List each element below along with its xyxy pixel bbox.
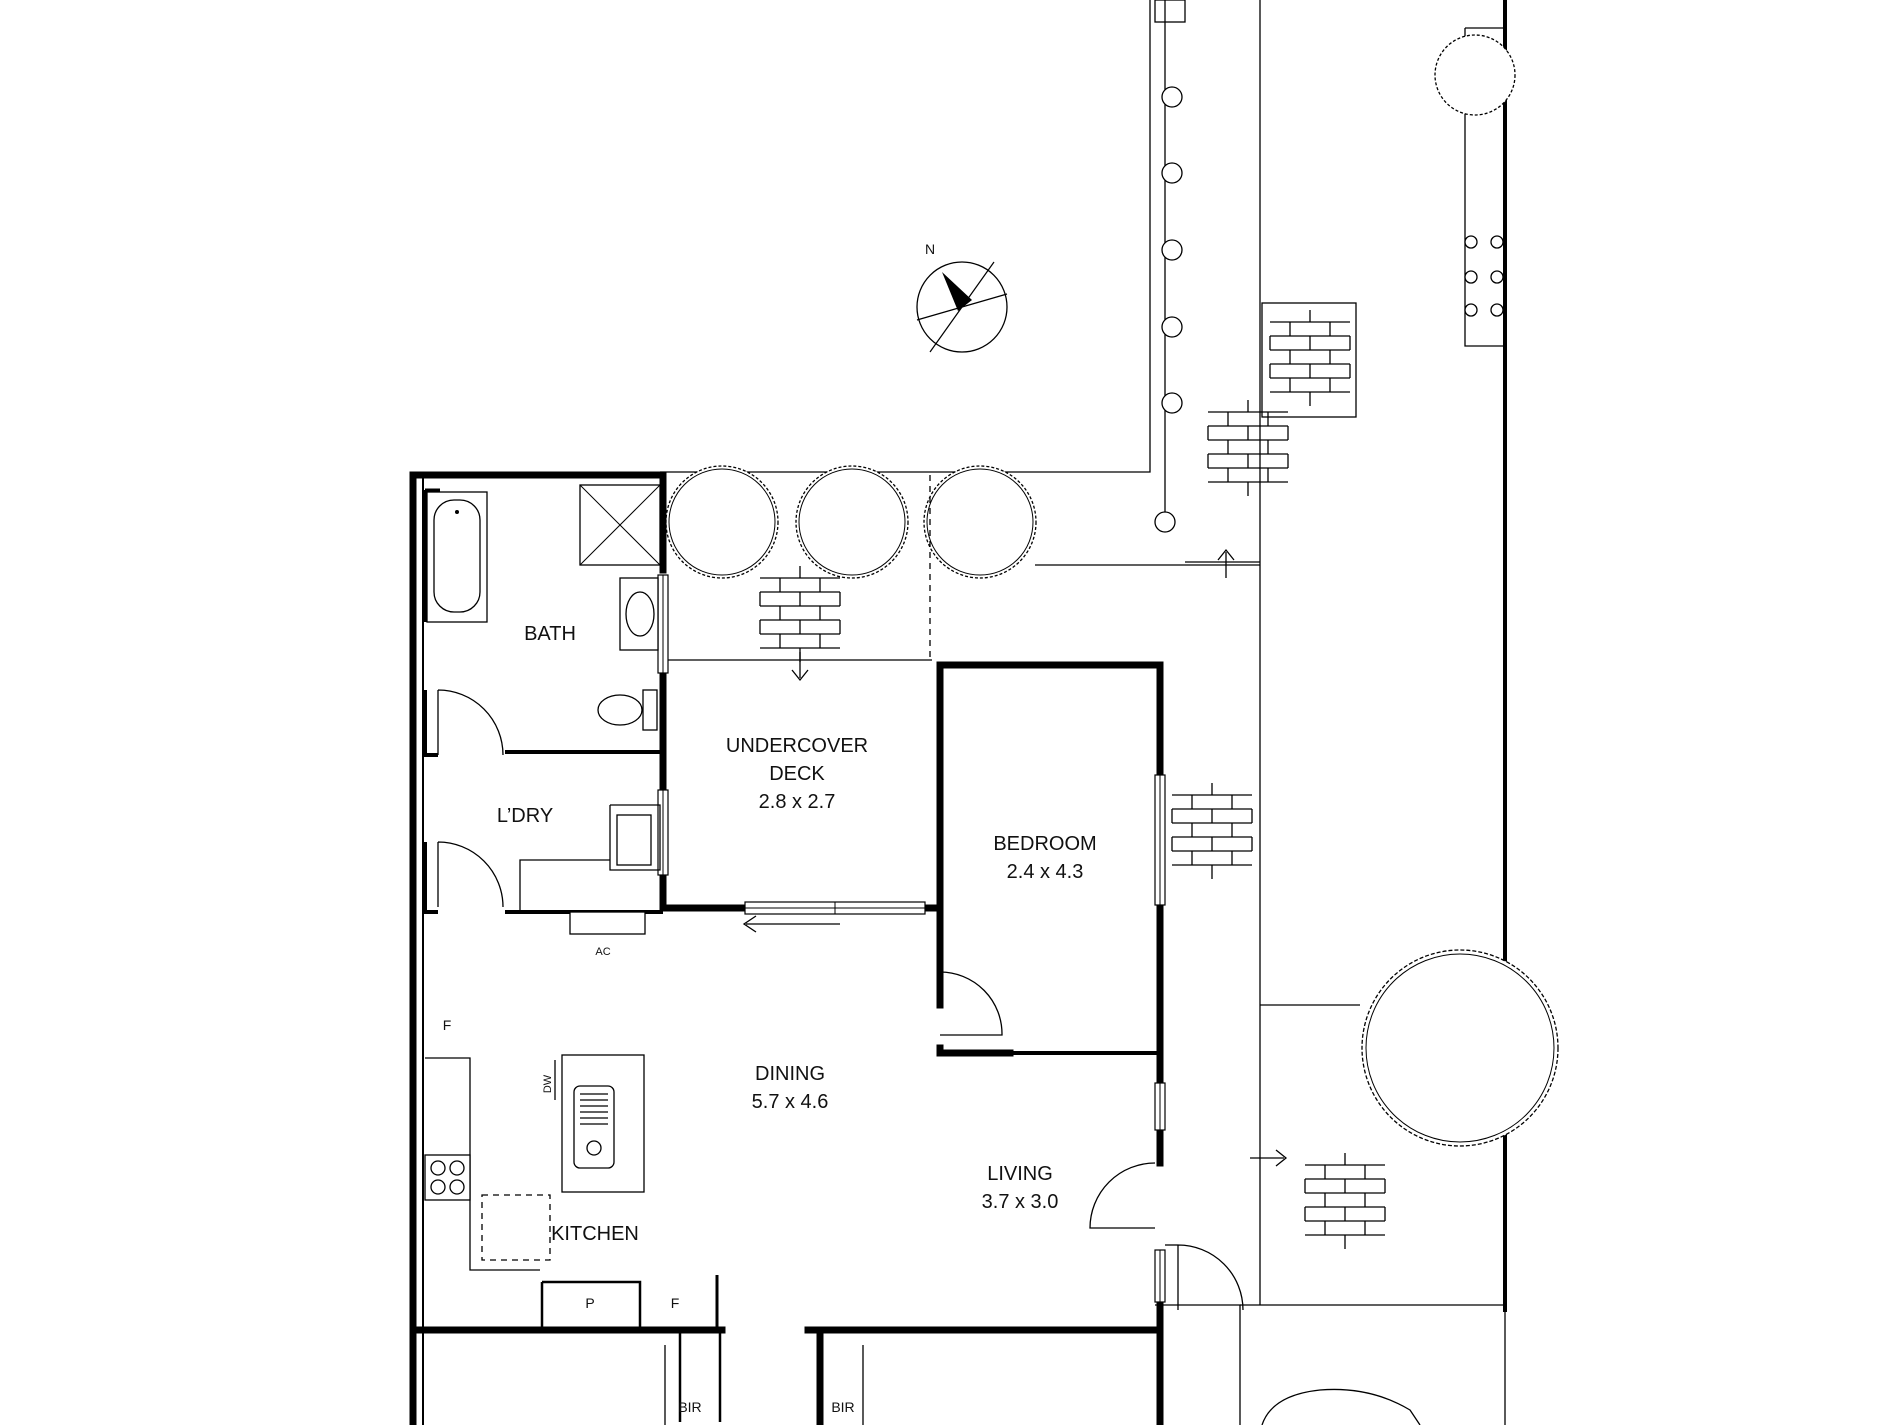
ac-label: AC (595, 946, 610, 958)
site-boundary (660, 0, 1507, 1425)
bathroom-fixtures (426, 484, 661, 731)
laundry-fixtures (519, 804, 661, 935)
kitchen-fixtures (424, 1054, 645, 1271)
room-labels: BATH L’DRY UNDERCOVER DECK 2.8 x 2.7 BED… (497, 623, 1097, 1245)
fridge-label-top: F (443, 1017, 452, 1033)
bedroom-label: BEDROOM (993, 833, 1096, 855)
dishwasher-label: DW (542, 1074, 554, 1093)
living-size: 3.7 x 3.0 (982, 1191, 1059, 1213)
paving-patterns (759, 302, 1386, 1250)
fridge-label-bottom: F (671, 1295, 680, 1311)
fence-posts (1154, 86, 1504, 533)
windows (657, 574, 1166, 1303)
north-compass: N (916, 241, 1008, 353)
bedroom-size: 2.4 x 4.3 (1007, 861, 1084, 883)
deck-size: 2.8 x 2.7 (759, 791, 836, 813)
deck-label-line1: UNDERCOVER (726, 735, 868, 757)
bir-left-label: BIR (678, 1399, 701, 1415)
kitchen-label: KITCHEN (551, 1223, 639, 1245)
bath-label: BATH (524, 623, 576, 645)
dining-size: 5.7 x 4.6 (752, 1091, 829, 1113)
house-walls (409, 471, 1164, 1425)
direction-arrows (742, 548, 1288, 1167)
dining-label: DINING (755, 1063, 825, 1085)
deck-outline (663, 475, 1260, 661)
bir-right-label: BIR (831, 1399, 854, 1415)
living-label: LIVING (987, 1163, 1053, 1185)
laundry-label: L’DRY (497, 805, 553, 827)
fixture-labels: AC F F DW P BIR BIR (443, 946, 855, 1415)
doors (437, 689, 1244, 1311)
pantry-label: P (585, 1295, 594, 1311)
trees (665, 34, 1559, 1147)
deck-label-line2: DECK (769, 763, 825, 785)
north-label: N (925, 241, 935, 257)
